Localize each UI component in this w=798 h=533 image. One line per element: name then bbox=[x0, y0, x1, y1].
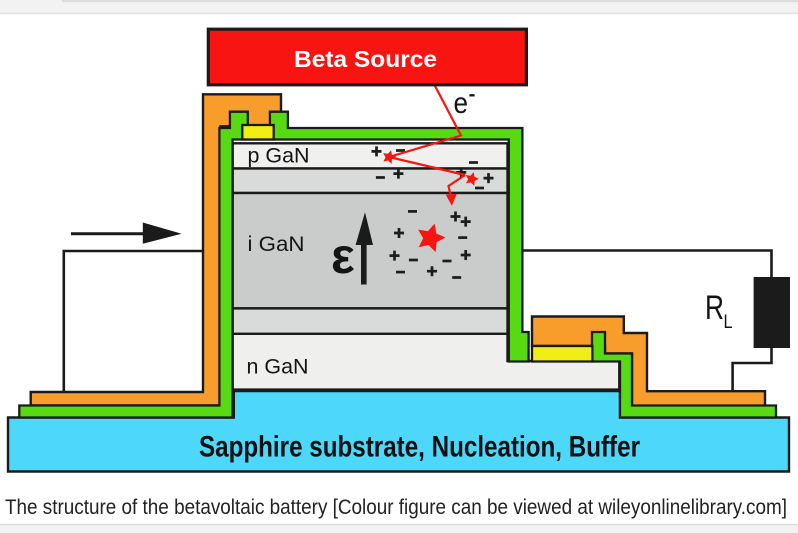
svg-text:Sapphire substrate, Nucleation: Sapphire substrate, Nucleation, Buffer bbox=[199, 431, 640, 464]
svg-text:Beta Source: Beta Source bbox=[294, 46, 437, 72]
svg-text:e: e bbox=[454, 87, 469, 120]
svg-text:L: L bbox=[724, 312, 733, 333]
svg-text:i GaN: i GaN bbox=[248, 233, 305, 256]
svg-text:p GaN: p GaN bbox=[248, 145, 310, 168]
svg-text:ε: ε bbox=[331, 228, 355, 284]
svg-text:n GaN: n GaN bbox=[247, 356, 309, 379]
svg-text:R: R bbox=[705, 289, 724, 327]
svg-text:The structure of the betavolta: The structure of the betavoltaic battery… bbox=[5, 495, 787, 519]
